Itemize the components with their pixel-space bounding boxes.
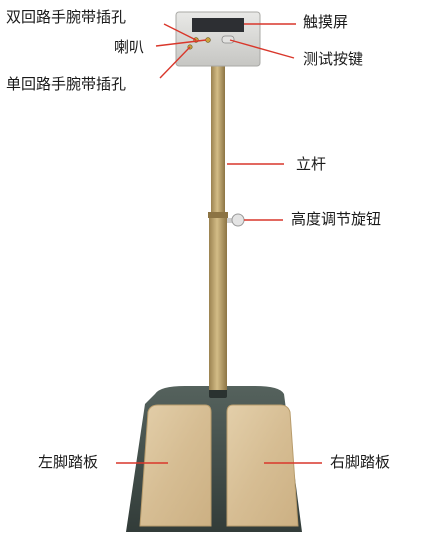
leader-single-jack — [159, 46, 191, 79]
pole-upper — [211, 55, 225, 216]
label-single-wrist-jack: 单回路手腕带插孔 — [6, 75, 127, 93]
label-right-pedal: 右脚踏板 — [330, 453, 391, 471]
leader-lines — [116, 23, 322, 464]
pole-lower — [209, 214, 227, 390]
test-button-key — [221, 35, 235, 44]
label-dual-wrist-jack: 双回路手腕带插孔 — [6, 8, 127, 26]
height-knob-stem — [227, 218, 235, 223]
label-touch-screen: 触摸屏 — [303, 13, 349, 31]
height-knob — [231, 213, 245, 227]
pole-foot — [209, 388, 227, 398]
label-pole: 立杆 — [296, 155, 327, 173]
label-height-knob: 高度调节旋钮 — [291, 210, 382, 228]
leader-dual-jack — [163, 23, 197, 41]
touch-screen-panel — [192, 18, 244, 32]
leader-speaker — [155, 39, 207, 47]
label-test-button: 测试按键 — [303, 50, 364, 68]
pole-collar — [208, 212, 228, 218]
right-pedal-plate — [226, 404, 299, 527]
label-left-pedal: 左脚踏板 — [38, 453, 99, 471]
left-pedal-plate — [139, 404, 212, 527]
label-speaker: 喇叭 — [114, 38, 145, 56]
speaker-grille — [205, 37, 211, 43]
leader-test-button — [229, 39, 295, 59]
